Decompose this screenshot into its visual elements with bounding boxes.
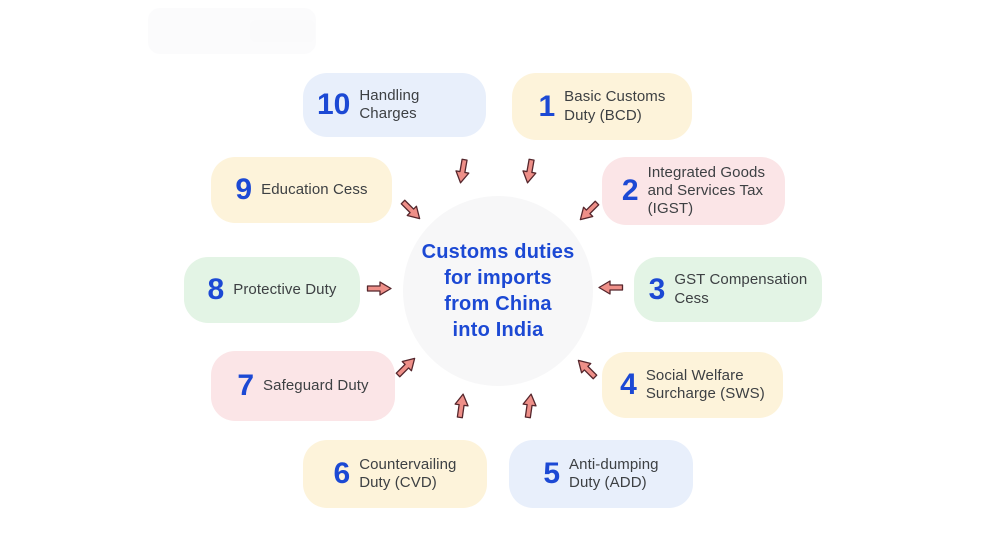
item-handling-charges: 10 Handling Charges: [303, 73, 486, 137]
item-number: 7: [237, 369, 255, 402]
item-number: 2: [621, 174, 639, 207]
item-label: GST Compensation Cess: [674, 271, 808, 307]
item-number: 8: [207, 273, 225, 306]
arrow-icon-from-7: [391, 351, 422, 382]
arrow-icon-from-3: [597, 279, 624, 296]
diagram-title: Customs duties for imports from China in…: [421, 241, 575, 341]
arrow-icon-from-1: [519, 157, 540, 187]
item-label: Integrated Goods and Services Tax (IGST): [647, 163, 766, 218]
item-igst: 2 Integrated Goods and Services Tax (IGS…: [602, 157, 785, 225]
item-number: 10: [317, 88, 351, 121]
center-circle: Customs duties for imports from China in…: [403, 196, 593, 386]
arrow-icon-from-8: [366, 280, 393, 297]
item-basic-customs-duty: 1 Basic Customs Duty (BCD): [512, 73, 692, 140]
item-label: Anti-dumping Duty (ADD): [569, 455, 659, 491]
item-education-cess: 9 Education Cess: [211, 157, 392, 223]
item-label: Safeguard Duty: [263, 376, 369, 394]
item-anti-dumping-duty: 5 Anti-dumping Duty (ADD): [509, 440, 693, 508]
arrow-icon-from-6: [451, 391, 472, 420]
item-number: 9: [235, 173, 253, 206]
item-label: Education Cess: [261, 180, 368, 198]
item-label: Basic Customs Duty (BCD): [564, 88, 666, 124]
item-number: 6: [333, 457, 351, 490]
item-protective-duty: 8 Protective Duty: [184, 257, 360, 323]
watermark: [250, 20, 315, 42]
arrow-icon-from-10: [452, 157, 473, 187]
arrow-icon-from-2: [573, 196, 604, 227]
arrow-icon-from-5: [519, 391, 540, 420]
item-label: Protective Duty: [233, 280, 337, 298]
item-label: Social Welfare Surcharge (SWS): [645, 366, 765, 402]
arrow-icon-from-9: [396, 195, 427, 226]
item-number: 1: [538, 89, 556, 123]
item-number: 4: [620, 368, 637, 401]
item-social-welfare-surcharge: 4 Social Welfare Surcharge (SWS): [602, 352, 783, 418]
item-number: 5: [543, 457, 561, 490]
item-label: Handling Charges: [359, 86, 420, 122]
arrow-icon-from-4: [571, 353, 602, 384]
item-number: 3: [648, 272, 666, 306]
item-safeguard-duty: 7 Safeguard Duty: [211, 351, 395, 421]
item-countervailing-duty: 6 Countervailing Duty (CVD): [303, 440, 487, 508]
item-gst-compensation-cess: 3 GST Compensation Cess: [634, 257, 822, 322]
item-label: Countervailing Duty (CVD): [359, 455, 457, 491]
